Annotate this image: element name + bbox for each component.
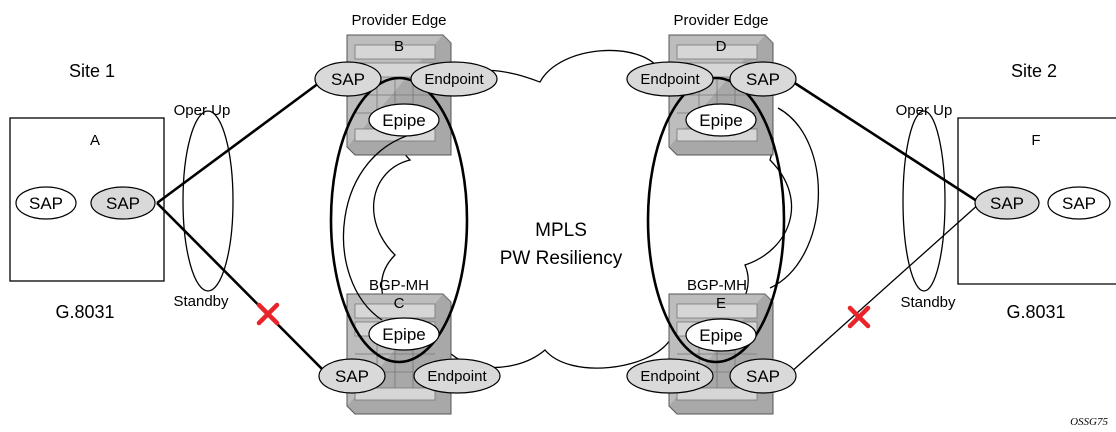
- sap-D[interactable]: [729, 61, 797, 97]
- g8031-oval-left: [182, 110, 234, 292]
- epipe-B-label: Epipe: [382, 111, 425, 130]
- sap-A-2-label: SAP: [106, 194, 140, 213]
- bgp-mh-right-label: BGP-MH: [687, 277, 747, 294]
- epipe-D[interactable]: [685, 103, 757, 137]
- router-D-label: D: [716, 38, 727, 55]
- router-C: [346, 293, 452, 415]
- router-E: [668, 293, 774, 415]
- site-2-title: Site 2: [1011, 61, 1057, 81]
- sap-B[interactable]: [314, 61, 382, 97]
- epipe-C-label: Epipe: [382, 325, 425, 344]
- bgp-mh-oval-left: [329, 76, 469, 364]
- link-D-to-F: [789, 78, 981, 205]
- site-A-name: A: [90, 132, 100, 149]
- endpoint-B[interactable]: [410, 61, 498, 97]
- provider-edge-right-title: Provider Edge: [673, 12, 768, 29]
- sap-F-2[interactable]: [1047, 186, 1111, 220]
- endpoint-D[interactable]: [626, 61, 714, 97]
- g8031-right-label: G.8031: [1006, 302, 1065, 322]
- sap-D-label: SAP: [746, 70, 780, 89]
- standby-right-label: Standby: [900, 294, 956, 311]
- g8031-oval-right: [902, 110, 946, 292]
- pw-D-to-E-arc: [769, 107, 819, 289]
- endpoint-E[interactable]: [626, 358, 714, 394]
- standby-left-label: Standby: [173, 293, 229, 310]
- g8031-left-label: G.8031: [55, 302, 114, 322]
- epipe-B[interactable]: [368, 103, 440, 137]
- link-A-to-B: [156, 78, 324, 205]
- sap-C-label: SAP: [335, 367, 369, 386]
- router-C-label: C: [394, 295, 405, 312]
- x-mark-icon: [847, 305, 871, 329]
- sap-F-1-label: SAP: [990, 194, 1024, 213]
- router-chassis-icon: [346, 293, 452, 415]
- mpls-title: MPLS: [535, 220, 587, 241]
- epipe-C[interactable]: [368, 317, 440, 351]
- figure-code: OSSG75: [1070, 416, 1108, 428]
- link-E-to-F-standby: [789, 202, 981, 374]
- epipe-E[interactable]: [685, 318, 757, 352]
- x-mark-icon: [256, 302, 280, 326]
- sap-E-label: SAP: [746, 367, 780, 386]
- sap-A-1[interactable]: [15, 186, 77, 220]
- epipe-D-label: Epipe: [699, 111, 742, 130]
- link-A-to-C-standby: [156, 202, 327, 374]
- bgp-mh-left-label: BGP-MH: [369, 277, 429, 294]
- router-E-label: E: [716, 295, 726, 312]
- oper-up-right-label: Oper Up: [896, 102, 953, 119]
- site-F-name: F: [1031, 132, 1040, 149]
- sap-A-1-label: SAP: [29, 194, 63, 213]
- bgp-mh-oval-right: [646, 76, 786, 364]
- endpoint-B-label: Endpoint: [424, 71, 484, 88]
- pw-resiliency-title: PW Resiliency: [500, 248, 623, 269]
- provider-edge-left-title: Provider Edge: [351, 12, 446, 29]
- sap-B-label: SAP: [331, 70, 365, 89]
- pw-B-to-C: [342, 131, 422, 321]
- site-1-title: Site 1: [69, 61, 115, 81]
- epipe-E-label: Epipe: [699, 326, 742, 345]
- oper-up-left-label: Oper Up: [174, 102, 231, 119]
- endpoint-C-label: Endpoint: [427, 368, 487, 385]
- endpoint-D-label: Endpoint: [640, 71, 700, 88]
- sap-E[interactable]: [729, 358, 797, 394]
- endpoint-E-label: Endpoint: [640, 368, 700, 385]
- sap-F-2-label: SAP: [1062, 194, 1096, 213]
- router-B-label: B: [394, 38, 404, 55]
- router-chassis-icon: [668, 293, 774, 415]
- sap-C[interactable]: [318, 358, 386, 394]
- endpoint-C[interactable]: [413, 358, 501, 394]
- sap-A-2[interactable]: [90, 186, 156, 220]
- sap-F-1[interactable]: [974, 186, 1040, 220]
